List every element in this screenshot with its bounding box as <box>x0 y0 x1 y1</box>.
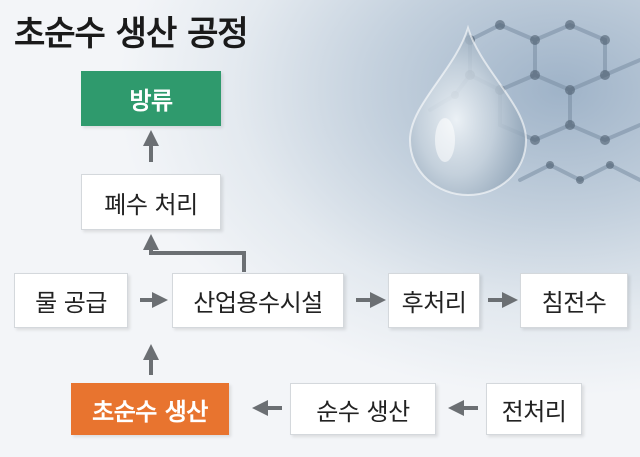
node-post-treatment: 후처리 <box>388 273 480 328</box>
page-title: 초순수 생산 공정 <box>14 14 249 54</box>
node-water-supply: 물 공급 <box>14 273 128 328</box>
node-sedimentation: 침전수 <box>520 273 628 328</box>
node-ultrapure-production: 초순수 생산 <box>71 383 229 435</box>
arrow-industrial-to-wastewater <box>143 234 246 272</box>
node-pure-water-production: 순수 생산 <box>290 383 436 435</box>
node-industrial-water-facility: 산업용수시설 <box>172 273 344 328</box>
node-discharge: 방류 <box>81 71 221 126</box>
node-pretreatment: 전처리 <box>486 383 582 435</box>
node-wastewater-treatment: 폐수 처리 <box>81 174 221 230</box>
